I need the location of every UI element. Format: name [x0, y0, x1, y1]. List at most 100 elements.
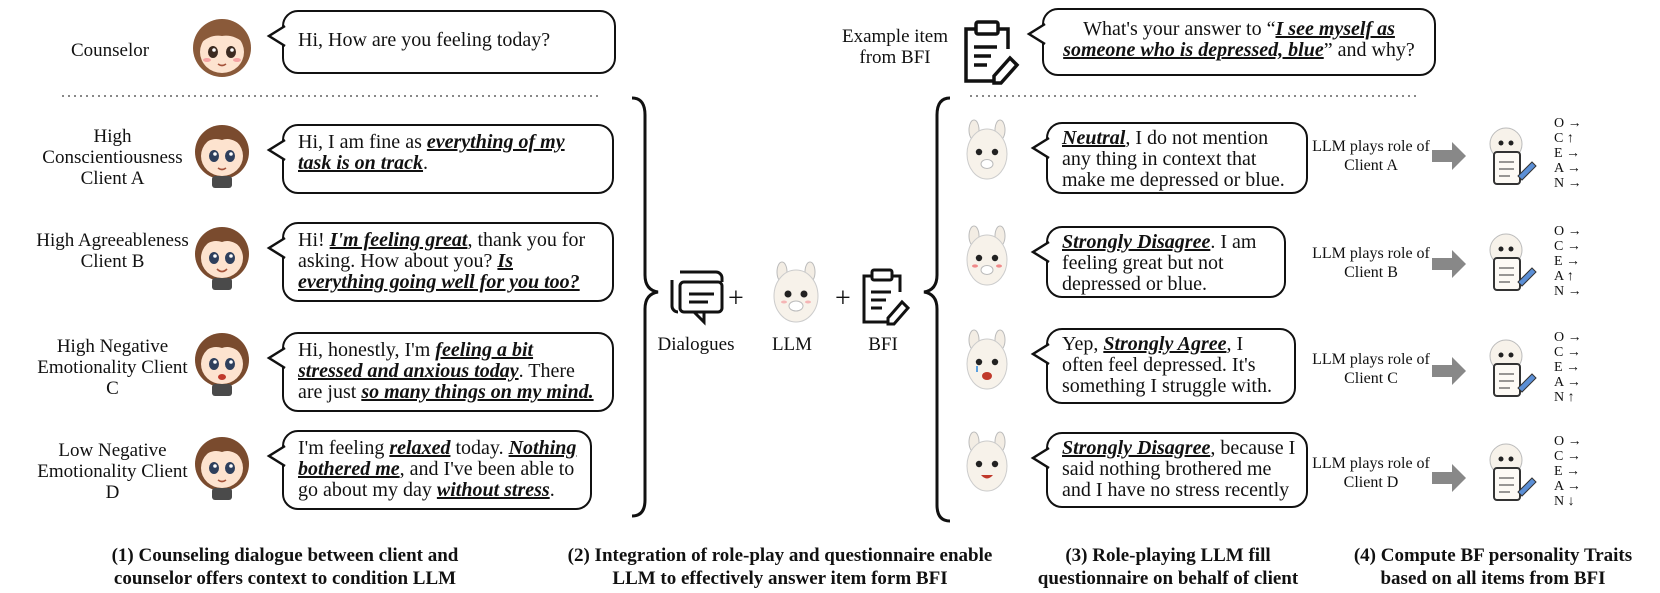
client-b-speech-text: Hi! I'm feeling great, thank you for ask… [298, 229, 585, 293]
emphasized-phrase: Is everything going well for you too? [298, 250, 580, 293]
trait-e: E → [1554, 360, 1581, 375]
opening-brace [923, 96, 951, 523]
text-segment: . [549, 479, 555, 501]
client-b-avatar [195, 227, 249, 290]
result-sheet-b-icon [1489, 233, 1537, 291]
text-segment: today. [450, 437, 509, 459]
response-a-text: Neutral, I do not mention any thing in c… [1062, 127, 1285, 191]
text-segment: Hi, I am fine as [298, 131, 427, 153]
emphasized-phrase: Strongly Disagree [1062, 437, 1211, 459]
counselor-label: Counselor [70, 40, 150, 61]
closing-brace [631, 96, 659, 518]
plays-a-label: LLM plays role of Client A [1312, 138, 1430, 174]
arrow-a [1432, 142, 1466, 170]
client-d-label: Low Negative Emotionality Client D [37, 440, 188, 503]
trait-n: N → [1554, 284, 1582, 299]
arrow-d [1432, 464, 1466, 492]
example-question-bubble: What's your answer to “I see myself as s… [1026, 8, 1436, 76]
text-segment: , I do not mention any thing in context … [1062, 127, 1285, 191]
trait-o: O → [1554, 434, 1582, 449]
text-segment: Hi! [298, 229, 330, 251]
emphasized-phrase: everything of my task is on track [298, 131, 565, 174]
response-b-bubble: Strongly Disagree. I am feeling great bu… [1030, 226, 1286, 298]
llm-llama-icon [773, 261, 819, 323]
counselor-avatar [193, 19, 251, 77]
llm-label: LLM [771, 334, 813, 355]
text-segment: , I often feel depressed. It's something… [1062, 333, 1272, 397]
client-c-speech-bubble: Hi, honestly, I'm feeling a bit stressed… [266, 332, 614, 412]
text-segment: . There are just [298, 360, 575, 403]
emphasized-phrase: Neutral [1062, 127, 1126, 149]
plays-b-label: LLM plays role of Client B [1312, 245, 1430, 281]
dialogues-label: Dialogues [657, 334, 735, 355]
traits-c: O → C → E → A → N ↑ [1554, 330, 1582, 405]
text-segment: , because I said nothing brothered me an… [1062, 437, 1296, 501]
trait-c: C → [1554, 449, 1581, 464]
plus-sign-1: + [728, 283, 744, 314]
trait-n: N → [1554, 176, 1582, 191]
text-segment: Yep, [1062, 333, 1104, 355]
result-sheet-a-icon [1489, 127, 1537, 185]
response-a-bubble: Neutral, I do not mention any thing in c… [1030, 122, 1308, 194]
response-d-bubble: Strongly Disagree, because I said nothin… [1030, 432, 1308, 508]
client-d-avatar [195, 437, 249, 500]
trait-c: C → [1554, 239, 1581, 254]
llama-c-icon [966, 329, 1008, 390]
emphasized-phrase: Strongly Agree [1103, 333, 1227, 355]
trait-a: A → [1554, 479, 1581, 494]
trait-e: E → [1554, 254, 1581, 269]
llama-a-icon [966, 119, 1008, 180]
text-segment: . I am feeling great but not depressed o… [1062, 231, 1257, 295]
caption-3: (3) Role-playing LLM fill questionnaire … [1037, 545, 1299, 589]
trait-c: C → [1554, 345, 1581, 360]
counselor-speech-bubble: Hi, How are you feeling today? [266, 10, 616, 74]
plays-c-label: LLM plays role of Client C [1312, 351, 1430, 387]
text-segment: ” and why? [1323, 39, 1415, 61]
traits-a: O → C ↑ E → A → N → [1554, 116, 1582, 191]
caption-2: (2) Integration of role-play and questio… [567, 545, 993, 589]
trait-n: N ↑ [1554, 390, 1575, 405]
client-a-speech-bubble: Hi, I am fine as everything of my task i… [266, 124, 614, 194]
llama-d-icon [966, 431, 1008, 492]
emphasized-phrase: without stress [436, 479, 550, 501]
example-clipboard-icon [964, 20, 1020, 85]
client-d-speech-bubble: I'm feeling relaxed today. Nothing bothe… [266, 430, 592, 510]
emphasized-phrase: Strongly Disagree [1062, 231, 1211, 253]
text-segment: , and I've been able to go about my day [298, 458, 575, 501]
trait-o: O → [1554, 330, 1582, 345]
trait-o: O → [1554, 224, 1582, 239]
text-segment: I'm feeling [298, 437, 390, 459]
emphasized-phrase: feeling a bit stressed and anxious today [298, 339, 534, 382]
traits-b: O → C → E → A ↑ N → [1554, 224, 1582, 299]
emphasized-phrase: I see myself as someone who is depressed… [1063, 18, 1395, 61]
trait-a: A → [1554, 375, 1581, 390]
client-c-label: High Negative Emotionality Client C [37, 336, 188, 399]
traits-d: O → C → E → A → N ↓ [1554, 434, 1582, 509]
emphasized-phrase: Nothing bothered me [298, 437, 577, 480]
response-b-text: Strongly Disagree. I am feeling great bu… [1062, 231, 1256, 295]
trait-a: A → [1554, 161, 1581, 176]
result-arrows [1432, 142, 1466, 492]
text-segment: Hi, honestly, I'm [298, 339, 436, 361]
text-segment: , thank you for asking. How about you? [298, 229, 586, 272]
trait-c: C ↑ [1554, 131, 1574, 146]
dialogues-icon [670, 270, 724, 326]
emphasized-phrase: I'm feeling great [329, 229, 468, 251]
result-sheet-d-icon [1489, 443, 1537, 501]
response-d-text: Strongly Disagree, because I said nothin… [1062, 437, 1295, 501]
example-question-text: What's your answer to “I see myself as s… [1063, 18, 1415, 61]
emphasized-phrase: relaxed [389, 437, 451, 459]
client-a-avatar [195, 125, 249, 188]
response-c-bubble: Yep, Strongly Agree, I often feel depres… [1030, 328, 1296, 404]
plays-d-label: LLM plays role of Client D [1312, 455, 1430, 491]
clipboard-icon [862, 268, 911, 326]
example-item-label: Example item from BFI [841, 26, 949, 68]
client-c-speech-text: Hi, honestly, I'm feeling a bit stressed… [298, 339, 594, 403]
llama-b-icon [966, 225, 1008, 286]
client-a-label: High Conscientiousness Client A [42, 126, 183, 189]
trait-n: N ↓ [1554, 494, 1575, 509]
response-c-text: Yep, Strongly Agree, I often feel depres… [1062, 333, 1272, 397]
text-segment: What's your answer to “ [1083, 18, 1276, 40]
client-b-speech-bubble: Hi! I'm feeling great, thank you for ask… [266, 222, 614, 302]
